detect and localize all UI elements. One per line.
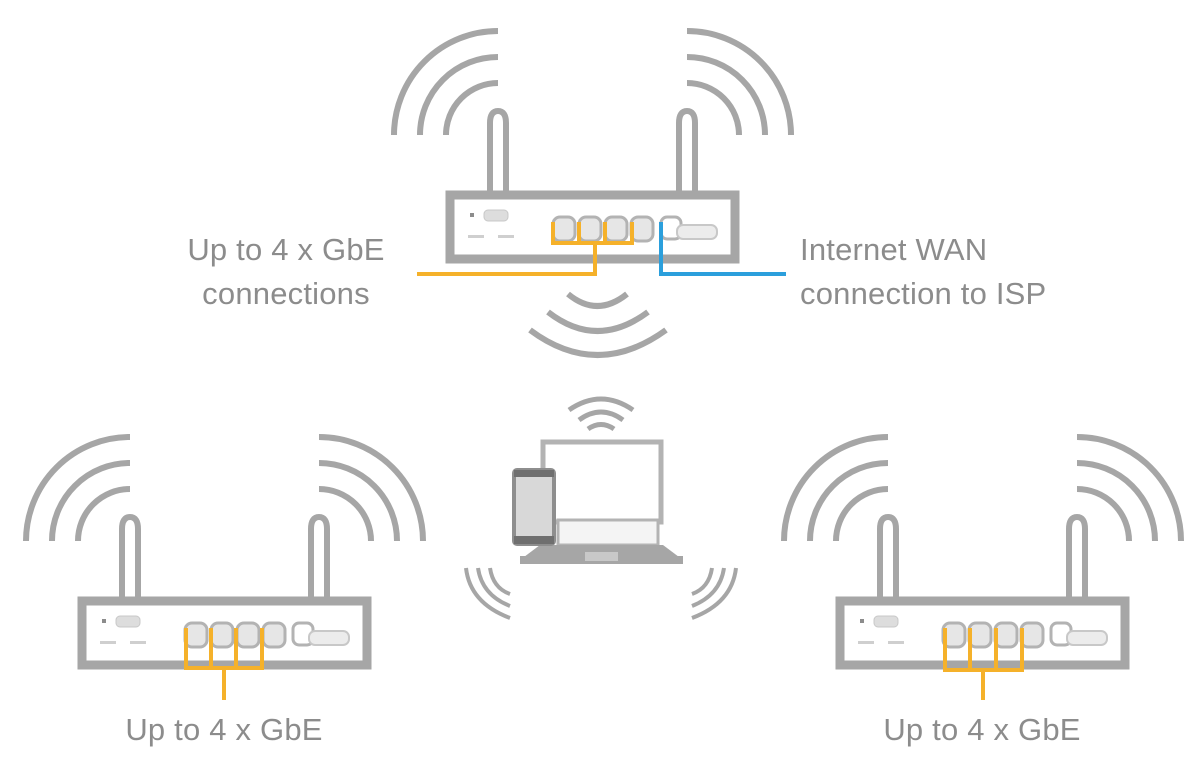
lan-port-3	[993, 621, 1019, 649]
main-router-icon	[391, 28, 794, 264]
wifi-arc-left-1	[833, 486, 889, 542]
satellite-router-right-icon	[781, 434, 1184, 670]
lan-port-1	[551, 215, 577, 243]
wifi-arc-right-3	[1076, 434, 1184, 542]
wifi-arc-right-3	[686, 28, 794, 136]
lan-port-2	[577, 215, 603, 243]
antenna-left	[877, 513, 899, 601]
antenna-right	[676, 107, 698, 195]
main-wan-label: Internet WAN connection to ISP	[800, 228, 1046, 316]
indicator-2	[498, 235, 514, 238]
lan-port-4	[1019, 621, 1045, 649]
lan-port-2	[967, 621, 993, 649]
main-wan-link	[659, 222, 786, 276]
lan-port-4	[261, 621, 287, 649]
wifi-arc-left-3	[781, 434, 889, 542]
antenna-left	[487, 107, 509, 195]
indicator-1	[100, 641, 116, 644]
satellite-router-left-icon	[23, 434, 426, 670]
wifi-arc-right-2	[1076, 460, 1158, 542]
right-lan-label: Up to 4 x GbE	[883, 712, 1081, 747]
wifi-arc-right-1	[1076, 486, 1132, 542]
power-led	[102, 619, 106, 623]
lan-port-3	[235, 621, 261, 649]
main-wan-label-line2: connection to ISP	[800, 276, 1047, 311]
wifi-arc-left-3	[23, 434, 131, 542]
wifi-arc-right-2	[318, 460, 400, 542]
wifi-signal-icon	[567, 396, 635, 432]
indicator-1	[468, 235, 484, 238]
wifi-arc-left-2	[49, 460, 131, 542]
wifi-arc-left-2	[417, 54, 499, 136]
lan-port-2	[209, 621, 235, 649]
reset-button	[115, 615, 141, 628]
indicator-2	[888, 641, 904, 644]
smartphone-icon	[512, 468, 556, 546]
lan-port-3	[603, 215, 629, 243]
wifi-arc-left-1	[443, 80, 499, 136]
reset-button	[483, 209, 509, 222]
indicator-1	[858, 641, 874, 644]
wifi-downlink-icon	[528, 291, 668, 358]
wifi-left-icon	[464, 567, 511, 620]
wifi-arc-left-3	[391, 28, 499, 136]
laptop-icon	[520, 439, 683, 564]
power-connector	[676, 224, 718, 240]
wifi-arc-right-3	[318, 434, 426, 542]
power-led	[470, 213, 474, 217]
indicator-2	[130, 641, 146, 644]
antenna-left	[119, 513, 141, 601]
wifi-arc-right-1	[686, 80, 742, 136]
antenna-right	[308, 513, 330, 601]
lan-port-4	[629, 215, 655, 243]
wifi-right-icon	[691, 567, 738, 620]
right-lan-link	[943, 628, 1024, 700]
left-lan-label: Up to 4 x GbE	[125, 712, 323, 747]
main-wan-label-line1: Internet WAN	[800, 232, 988, 267]
wifi-arc-right-2	[686, 54, 768, 136]
wifi-arc-right-1	[318, 486, 374, 542]
main-lan-label-line1: Up to 4 x GbE	[187, 232, 385, 267]
power-connector	[1066, 630, 1108, 646]
power-led	[860, 619, 864, 623]
power-connector	[308, 630, 350, 646]
main-lan-label-line2: connections	[202, 276, 370, 311]
main-lan-label: Up to 4 x GbE connections	[168, 228, 404, 316]
main-lan-link	[417, 222, 634, 276]
lan-port-1	[183, 621, 209, 649]
reset-button	[873, 615, 899, 628]
left-lan-link	[184, 628, 264, 700]
wifi-arc-left-1	[75, 486, 131, 542]
wifi-arc-left-2	[807, 460, 889, 542]
antenna-right	[1066, 513, 1088, 601]
